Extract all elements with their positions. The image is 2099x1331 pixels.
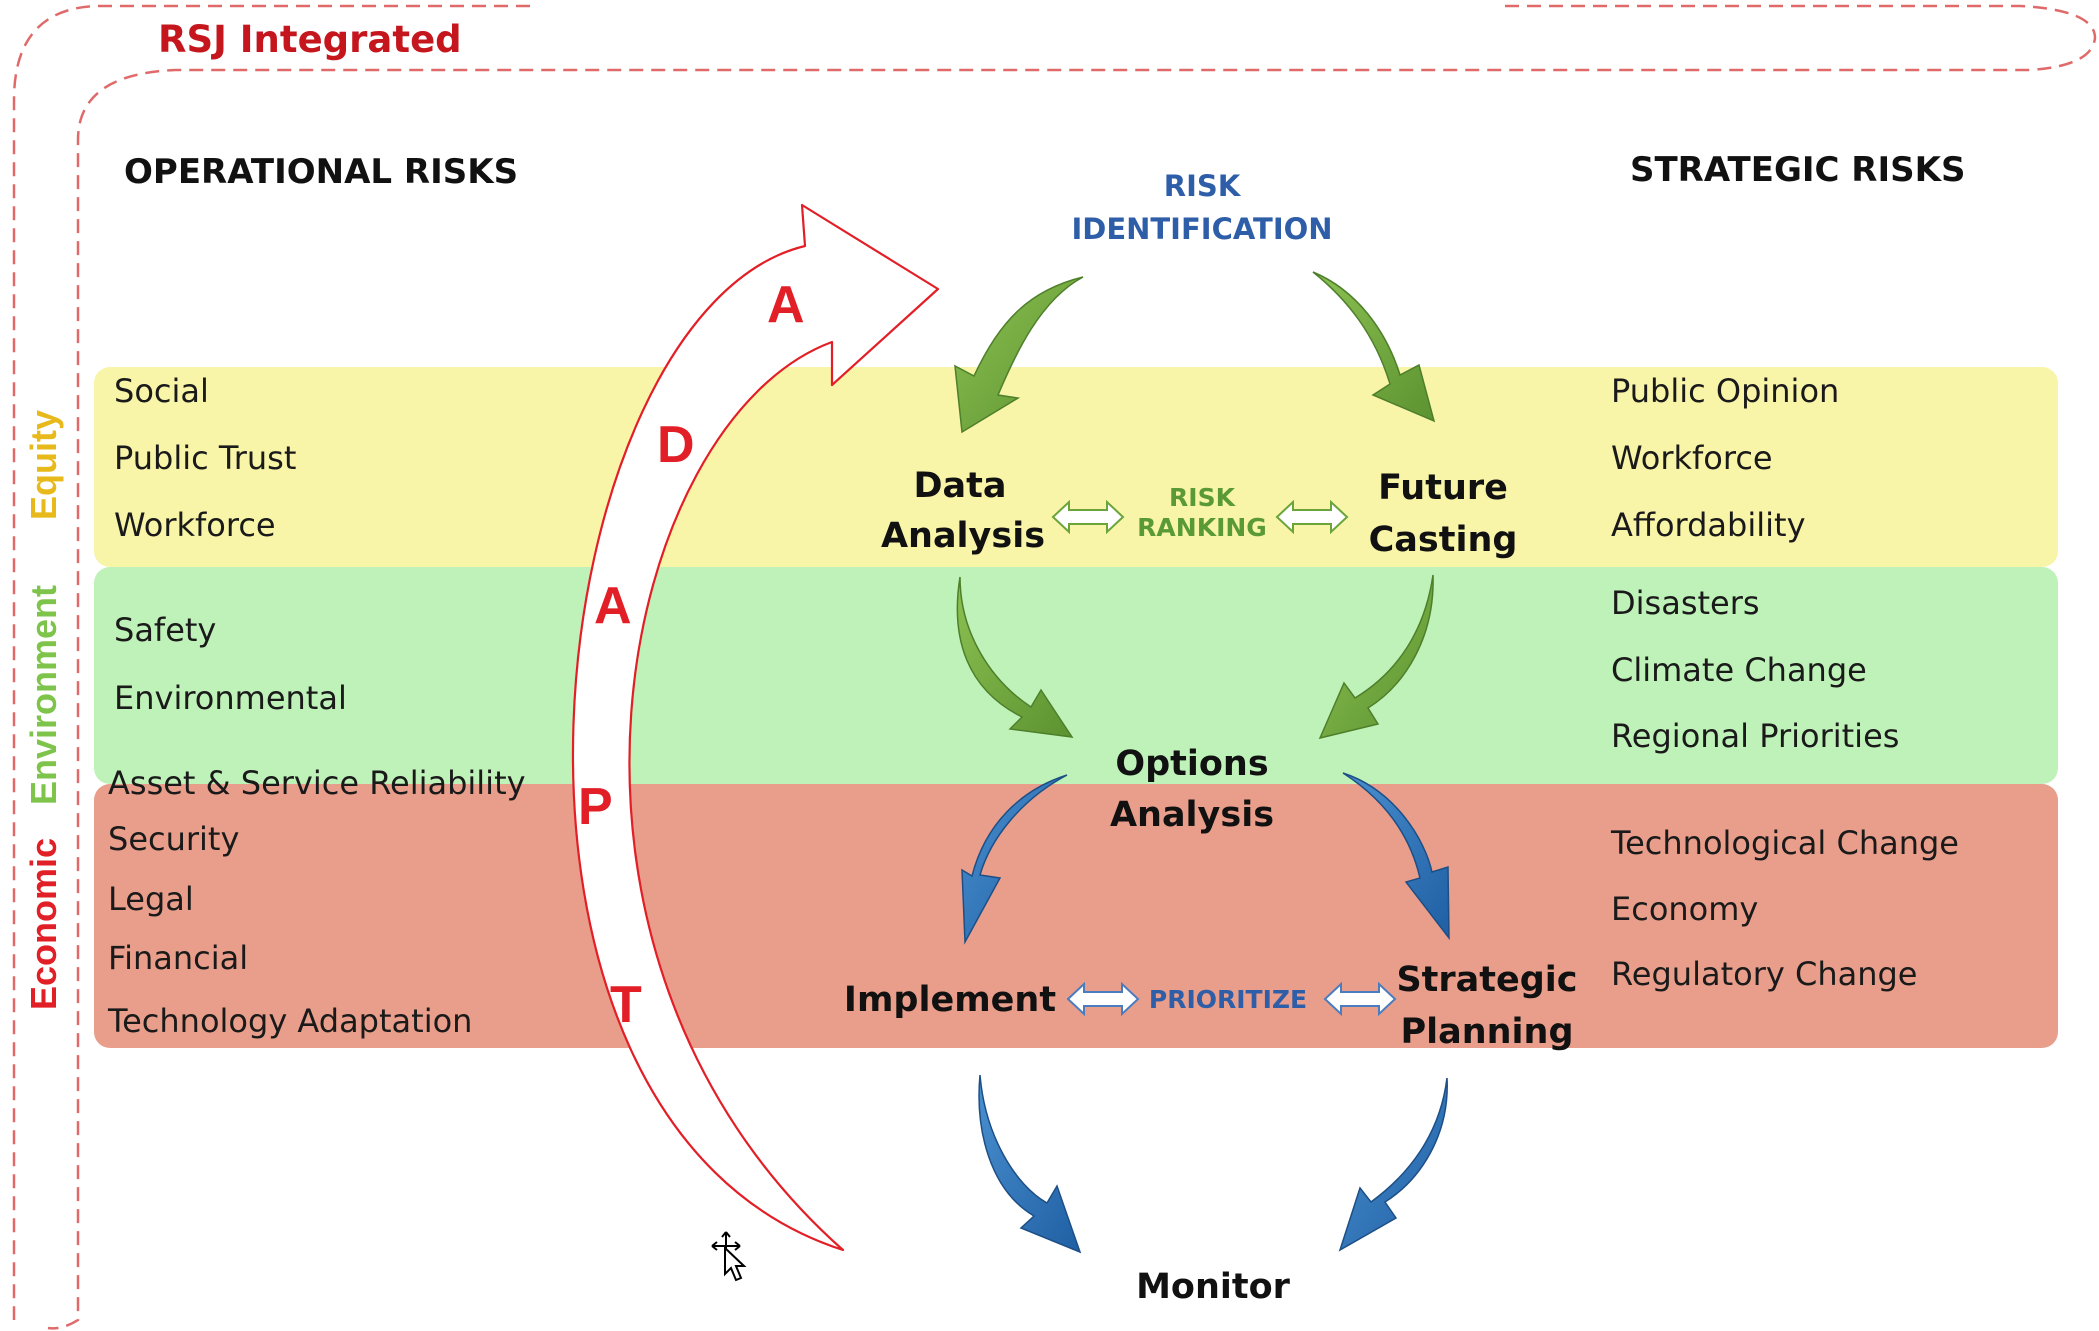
op-item-social: Social	[114, 372, 209, 410]
monitor-node: Monitor	[1136, 1267, 1291, 1307]
svg-text:Options: Options	[1115, 744, 1268, 784]
arrow-options-to-implement	[961, 774, 1068, 945]
op-item-legal: Legal	[108, 880, 194, 918]
outer-dashed-frame	[12, 4, 2097, 1330]
st-item-disasters: Disasters	[1611, 584, 1760, 622]
options-analysis-node: Options Analysis	[1110, 744, 1274, 835]
op-item-environmental: Environmental	[114, 679, 347, 717]
arrow-strategic-planning-to-monitor	[1338, 1077, 1448, 1252]
st-item-workforce: Workforce	[1611, 439, 1773, 477]
diagram-title: RSJ Integrated	[158, 18, 462, 61]
future-casting-node: Future Casting	[1369, 468, 1518, 560]
arrow-riskid-to-future-casting	[1312, 271, 1436, 423]
svg-text:RISK: RISK	[1164, 169, 1242, 203]
risk-identification-label: RISK IDENTIFICATION	[1071, 169, 1332, 246]
arrow-riskid-to-data-analysis	[954, 276, 1084, 434]
svg-text:RANKING: RANKING	[1137, 513, 1267, 542]
st-item-economy: Economy	[1611, 890, 1758, 928]
op-item-asset-reliability: Asset & Service Reliability	[108, 764, 526, 802]
svg-text:Strategic: Strategic	[1396, 960, 1577, 1000]
implement-node: Implement	[844, 980, 1056, 1020]
st-item-climate-change: Climate Change	[1611, 651, 1867, 689]
arrow-options-to-strategic-planning	[1342, 772, 1450, 941]
svg-text:Analysis: Analysis	[881, 516, 1045, 556]
st-item-regional-priorities: Regional Priorities	[1611, 717, 1899, 755]
operational-risks-heading: OPERATIONAL RISKS	[124, 152, 518, 192]
adapt-letter-p: P	[578, 778, 613, 836]
adapt-letter-a2: A	[594, 577, 632, 635]
band-label-equity: Equity	[23, 410, 64, 520]
svg-text:RISK: RISK	[1169, 483, 1237, 512]
st-item-affordability: Affordability	[1611, 506, 1806, 544]
band-label-environment: Environment	[23, 585, 64, 805]
adapt-curved-arrow	[571, 203, 940, 1252]
strategic-planning-node: Strategic Planning	[1396, 960, 1577, 1052]
strategic-risks-heading: STRATEGIC RISKS	[1630, 150, 1965, 190]
op-item-workforce: Workforce	[114, 506, 276, 544]
st-item-public-opinion: Public Opinion	[1611, 372, 1839, 410]
svg-text:Data: Data	[913, 466, 1006, 506]
adapt-letter-t: T	[610, 976, 642, 1034]
risk-ranking-label: RISK RANKING	[1137, 483, 1267, 542]
st-item-regulatory-change: Regulatory Change	[1611, 955, 1917, 993]
svg-text:Future: Future	[1378, 468, 1508, 508]
arrow-future-casting-to-options	[1318, 574, 1434, 740]
arrow-implement-to-monitor	[978, 1074, 1082, 1254]
op-item-public-trust: Public Trust	[114, 439, 296, 477]
svg-text:Casting: Casting	[1369, 520, 1518, 560]
data-analysis-node: Data Analysis	[881, 466, 1045, 556]
arrow-data-analysis-to-options	[956, 576, 1074, 738]
op-item-safety: Safety	[114, 611, 216, 649]
op-item-technology-adaptation: Technology Adaptation	[107, 1002, 472, 1040]
adapt-letter-d: D	[657, 416, 695, 474]
band-label-economic: Economic	[23, 838, 64, 1010]
svg-text:Analysis: Analysis	[1110, 795, 1274, 835]
svg-text:IDENTIFICATION: IDENTIFICATION	[1071, 212, 1332, 246]
svg-text:Planning: Planning	[1400, 1012, 1573, 1052]
op-item-financial: Financial	[108, 939, 248, 977]
equity-band	[94, 367, 2058, 567]
st-item-technological-change: Technological Change	[1610, 824, 1959, 862]
adapt-letter-a1: A	[767, 276, 805, 334]
op-item-security: Security	[108, 820, 239, 858]
move-cursor-icon	[711, 1231, 747, 1282]
prioritize-label: PRIORITIZE	[1149, 985, 1307, 1014]
